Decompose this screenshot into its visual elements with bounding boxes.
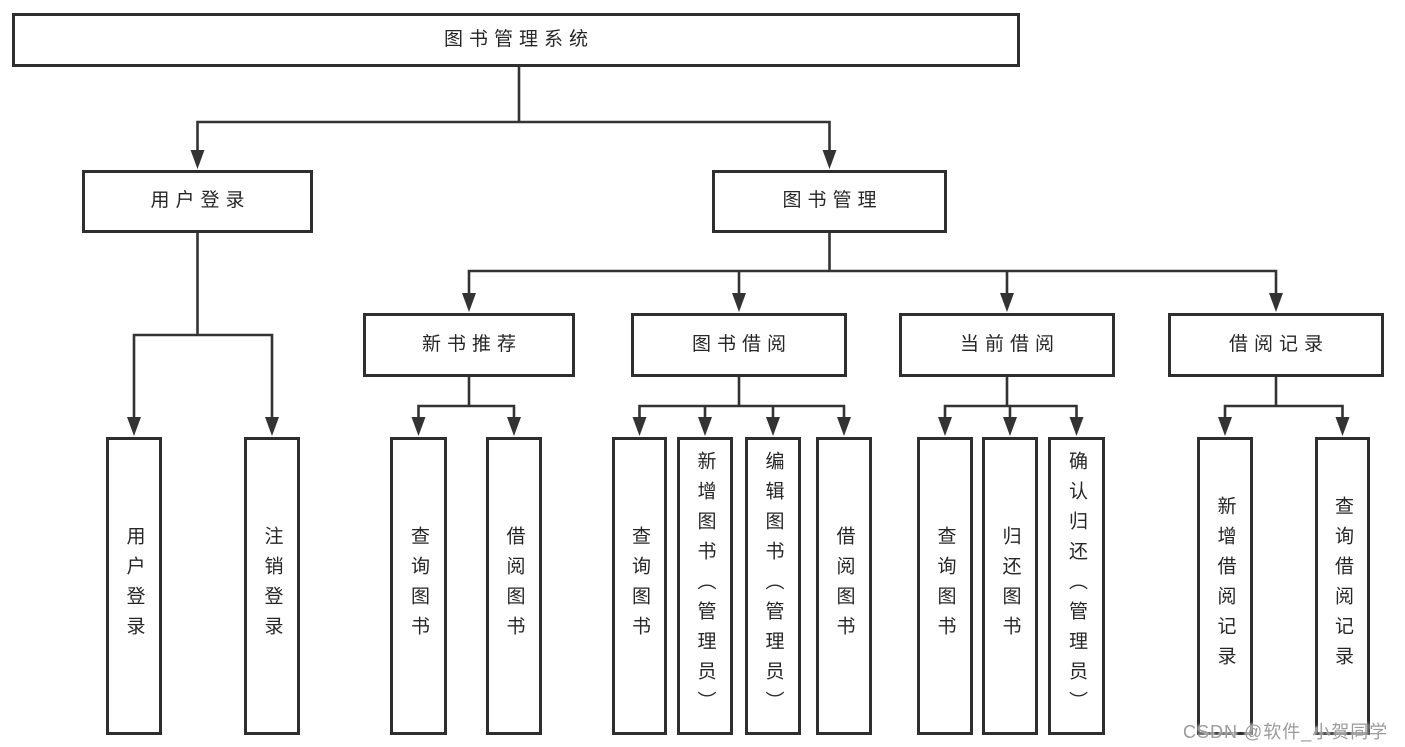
leaf-borrow-books-borrow: 借阅图书 xyxy=(816,437,872,735)
arrowhead-icon xyxy=(1269,293,1283,312)
connector-path xyxy=(132,231,274,423)
arrowhead-icon xyxy=(507,417,521,436)
node-borrow-records: 借阅记录 xyxy=(1168,313,1384,377)
leaf-logout: 注销登录 xyxy=(244,437,300,735)
node-book-borrow: 图书借阅 xyxy=(631,313,847,377)
connector-path xyxy=(196,65,831,156)
arrowhead-icon xyxy=(732,293,746,312)
arrowhead-icon xyxy=(1069,417,1084,436)
node-new-book-recommend: 新书推荐 xyxy=(363,313,575,377)
leaf-user-login: 用户登录 xyxy=(106,437,162,735)
leaf-confirm-return-admin: 确认归还（管理员） xyxy=(1048,437,1105,735)
arrowhead-icon xyxy=(127,417,141,436)
arrowhead-icon xyxy=(1218,417,1232,436)
arrowhead-icon xyxy=(837,417,851,436)
leaf-add-borrow-record: 新增借阅记录 xyxy=(1197,437,1253,735)
arrowhead-icon xyxy=(766,417,780,436)
arrowhead-icon xyxy=(698,417,712,436)
leaf-return-book: 归还图书 xyxy=(982,437,1038,735)
connector-path xyxy=(638,375,846,423)
arrowhead-icon xyxy=(822,150,837,169)
watermark-text: CSDN @软件_小贺同学 xyxy=(1183,722,1389,742)
leaf-query-borrow-record: 查询借阅记录 xyxy=(1315,437,1370,735)
node-current-borrow: 当前借阅 xyxy=(899,313,1115,377)
leaf-query-books-current: 查询图书 xyxy=(917,437,973,735)
connector-path xyxy=(943,375,1078,423)
leaf-add-book-admin: 新增图书（管理员） xyxy=(677,437,733,735)
arrowhead-icon xyxy=(938,417,952,436)
leaf-query-books-borrow: 查询图书 xyxy=(612,437,667,735)
node-root: 图书管理系统 xyxy=(12,13,1020,67)
arrowhead-icon xyxy=(265,417,279,436)
connector-path xyxy=(417,375,516,423)
node-book-management: 图书管理 xyxy=(712,170,947,233)
leaf-borrow-books-recommend: 借阅图书 xyxy=(486,437,542,735)
arrowhead-icon xyxy=(632,417,647,436)
arrowhead-icon xyxy=(1000,293,1014,312)
arrowhead-icon xyxy=(1335,417,1350,436)
connector-path xyxy=(467,231,1278,299)
arrowhead-icon xyxy=(190,150,205,169)
node-user-login: 用户登录 xyxy=(82,170,313,233)
arrowhead-icon xyxy=(462,293,476,312)
arrowhead-icon xyxy=(411,417,426,436)
leaf-edit-book-admin: 编辑图书（管理员） xyxy=(745,437,801,735)
leaf-query-books-recommend: 查询图书 xyxy=(390,437,447,735)
arrowhead-icon xyxy=(1003,417,1017,436)
connector-path xyxy=(1223,375,1344,423)
